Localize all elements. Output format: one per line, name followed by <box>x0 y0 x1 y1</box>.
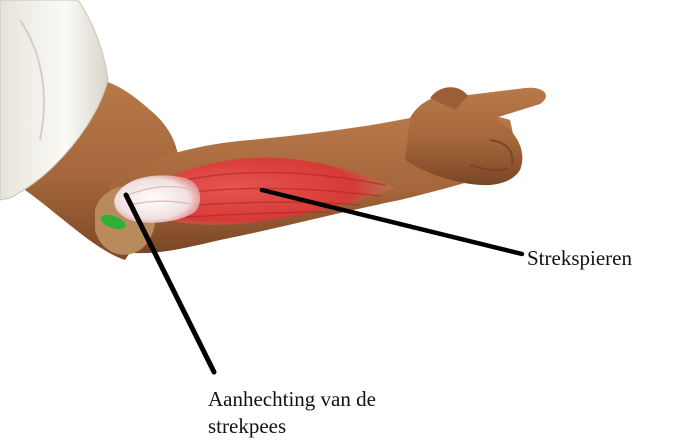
tendon-label: Aanhechting van de strekpees <box>208 386 376 440</box>
hand <box>405 88 546 185</box>
muscle-label: Strekspieren <box>527 245 632 272</box>
tendon-label-line1: Aanhechting van de <box>208 386 376 413</box>
tendon-label-line2: strekpees <box>208 413 376 440</box>
